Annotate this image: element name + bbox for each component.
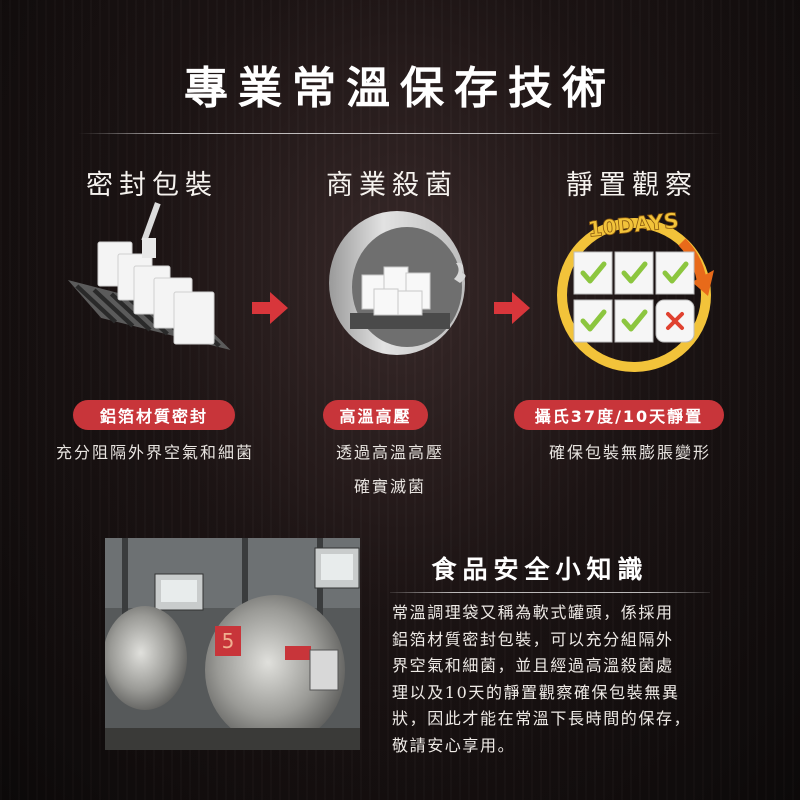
knowledge-divider [390,592,710,593]
packing-line-icon [67,202,231,350]
desc-sealing: 充分阻隔外界空氣和細菌 [55,443,254,462]
ten-days-badge: 10DAYS [587,208,680,241]
desc-observation: 確保包裝無膨脹變形 [548,443,711,462]
right-arrow-icon [494,292,530,324]
knowledge-title: 食品安全小知識 [431,555,649,584]
step-title-sterilization: 商業殺菌 [326,170,458,201]
sterilizer-drum-icon [329,211,466,355]
step-title-observation: 靜置觀察 [566,170,698,201]
tag-sterilization: 高溫高壓 [323,400,428,430]
desc-sterilization: 透過高溫高壓 確實滅菌 [335,443,444,496]
check-icon [621,261,648,284]
check-icon [580,261,607,284]
check-icon [621,309,648,332]
step-title-sealing: 密封包裝 [86,170,218,201]
knowledge-body: 常溫調理袋又稱為軟式罐頭，係採用 鋁箔材質密封包裝，可以充分組隔外 界空氣和細菌… [392,603,692,755]
machine-number: 5 [222,629,235,653]
tag-sealing: 鋁箔材質密封 [73,400,235,430]
inspection-grid-icon: 10DAYS [557,208,714,372]
page-title: 專業常溫保存技術 [184,63,616,114]
sterilizer-photo: 5 [105,538,360,750]
check-icon [662,261,689,284]
title-divider [78,133,722,134]
cross-icon [666,312,684,330]
tag-observation: 攝氏37度/10天靜置 [514,400,724,430]
check-icon [580,309,607,332]
right-arrow-icon [252,292,288,324]
